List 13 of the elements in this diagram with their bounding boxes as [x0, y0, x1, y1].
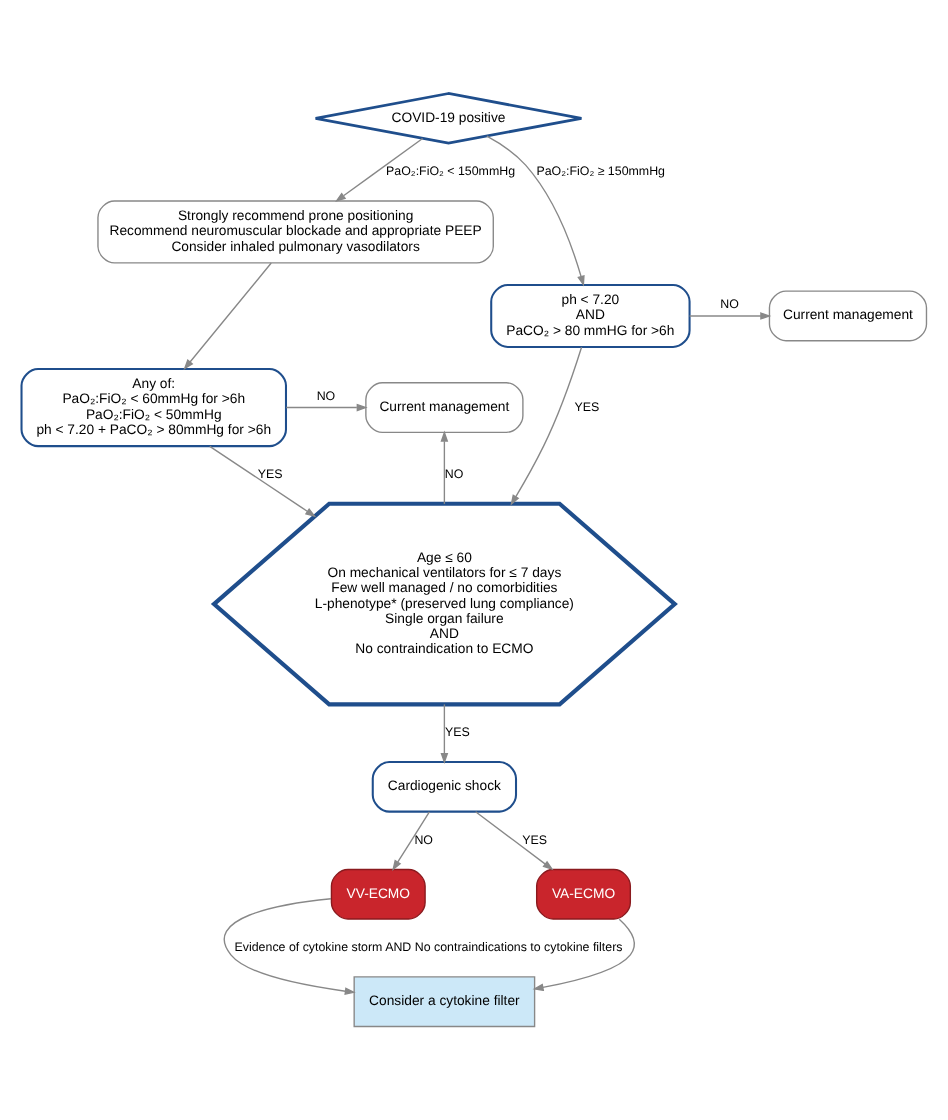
- arrow: [223, 898, 356, 995]
- arrow: [474, 811, 554, 871]
- arrow: [183, 262, 272, 371]
- arrow: [486, 135, 585, 287]
- arrow: [285, 403, 368, 412]
- arrow: [209, 445, 317, 518]
- arrow: [392, 811, 431, 871]
- arrow: [440, 430, 449, 505]
- arrow: [688, 312, 772, 320]
- arrow: [440, 703, 449, 765]
- arrow: [510, 346, 583, 506]
- arrow: [532, 918, 635, 992]
- arrow: [335, 137, 424, 202]
